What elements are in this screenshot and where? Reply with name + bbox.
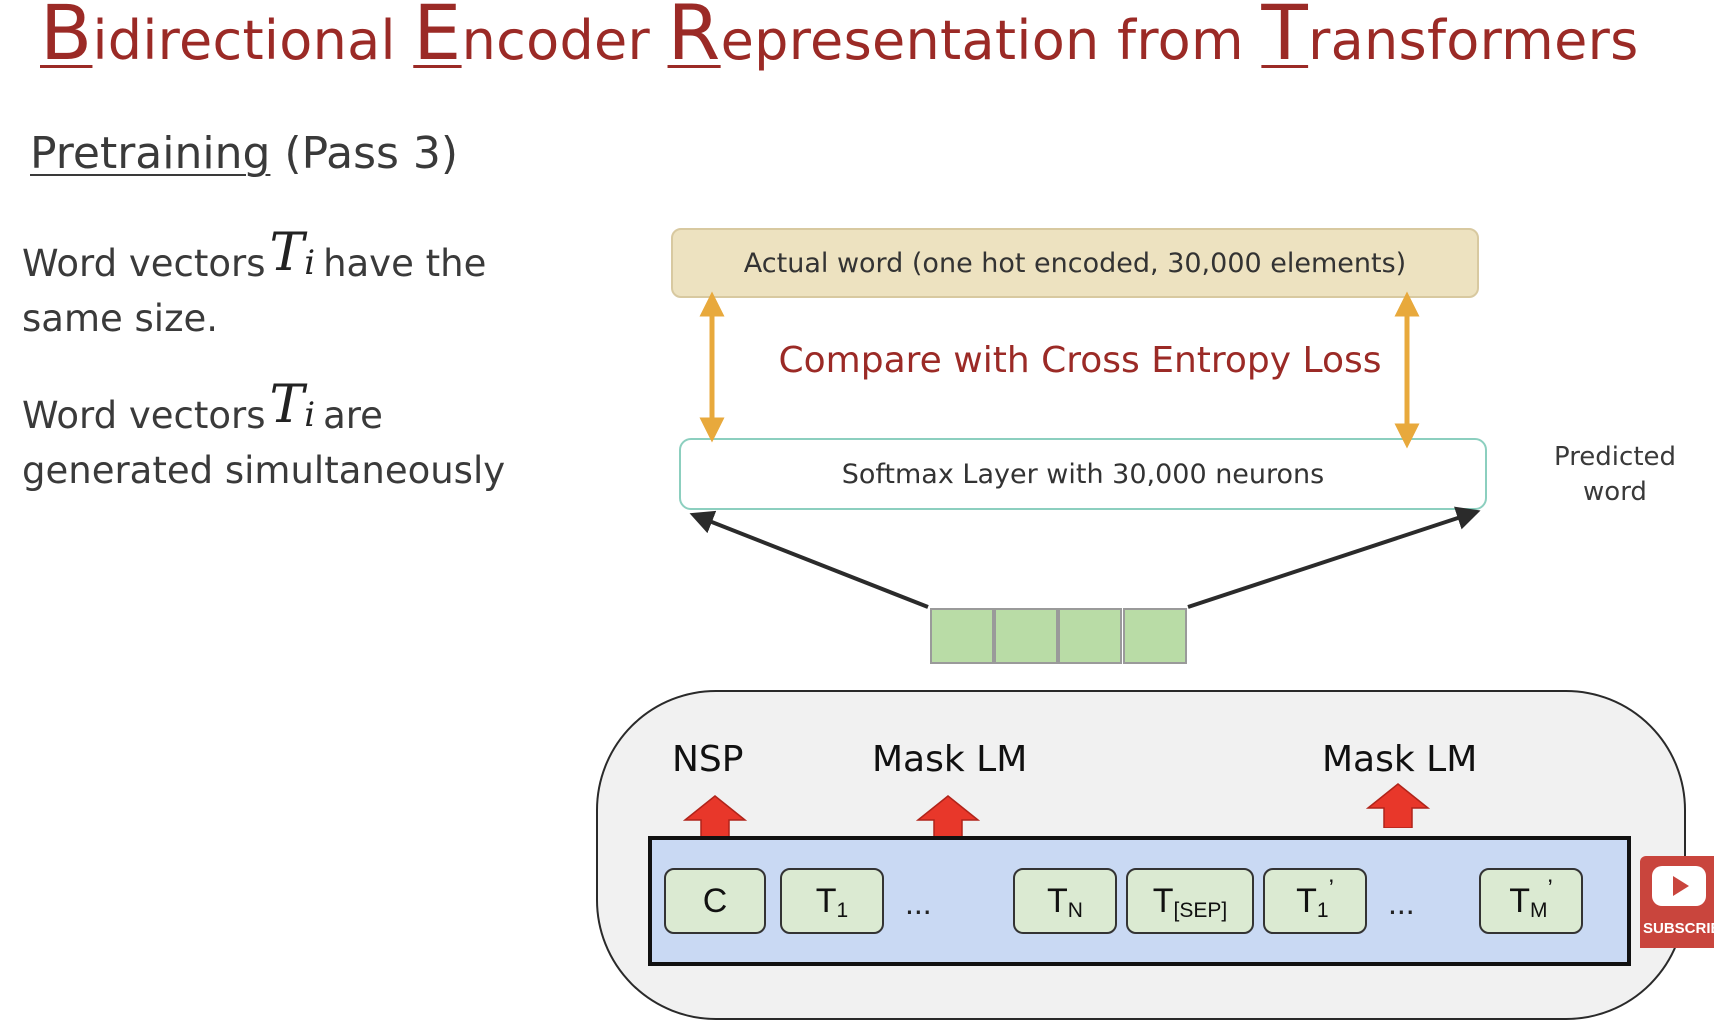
note-1-line2: same size. xyxy=(22,297,219,340)
vector-to-softmax-arrow-right xyxy=(1187,506,1481,609)
title-word-bidirectional: Bidirectional xyxy=(40,0,396,77)
token-ellipsis: ... xyxy=(905,885,932,921)
vector-to-softmax-arrow-left xyxy=(689,510,929,609)
section-heading-rest: (Pass 3) xyxy=(270,128,459,179)
token-cls-output: C xyxy=(664,868,766,934)
youtube-play-icon xyxy=(1652,866,1706,906)
note-2-text-after: are xyxy=(323,394,383,437)
output-vector-cell xyxy=(930,608,994,664)
output-vector-cell xyxy=(1123,608,1187,664)
note-1-text-before: Word vectors xyxy=(22,242,266,285)
title-word-transformers: Transformers xyxy=(1261,0,1639,77)
actual-word-label: Actual word (one hot encoded, 30,000 ele… xyxy=(743,247,1407,279)
subscribe-label: SUBSCRIBE xyxy=(1643,920,1714,937)
nsp-up-arrow-icon xyxy=(683,795,747,840)
note-2-line2: generated simultaneously xyxy=(22,449,506,492)
note-1-text-after: have the xyxy=(323,242,487,285)
mask-lm-head-label: Mask LM xyxy=(872,739,1028,780)
title-word-encoder: Encoder xyxy=(413,0,651,77)
token-sep-output: T[SEP] xyxy=(1126,868,1254,934)
compare-loss-label: Compare with Cross Entropy Loss xyxy=(778,340,1382,381)
subscribe-button[interactable]: SUBSCRIBE xyxy=(1640,856,1714,948)
output-vector-cell xyxy=(994,608,1058,664)
token-ellipsis: ... xyxy=(1388,885,1415,921)
title-word-from: from xyxy=(1117,9,1244,72)
title-word-representation: Representation xyxy=(667,0,1100,77)
mask-lm-up-arrow-icon xyxy=(916,795,980,840)
output-vector-cell xyxy=(1058,608,1122,664)
softmax-layer-box: Softmax Layer with 30,000 neurons xyxy=(679,438,1487,510)
softmax-layer-label: Softmax Layer with 30,000 neurons xyxy=(841,458,1325,490)
mask-lm-up-arrow-icon xyxy=(1366,783,1430,828)
actual-word-box: Actual word (one hot encoded, 30,000 ele… xyxy=(671,228,1479,298)
note-2-text-before: Word vectors xyxy=(22,394,266,437)
note-1-math: Ti xyxy=(269,223,316,283)
slide-title: Bidirectional Encoder Representation fro… xyxy=(40,0,1710,78)
diagram-arrows xyxy=(689,291,1481,609)
section-heading-underlined: Pretraining xyxy=(30,128,271,179)
section-heading: Pretraining (Pass 3) xyxy=(30,124,458,184)
mask-lm-head-label: Mask LM xyxy=(1322,739,1478,780)
nsp-head-label: NSP xyxy=(672,739,744,780)
note-2-math: Ti xyxy=(269,375,316,435)
